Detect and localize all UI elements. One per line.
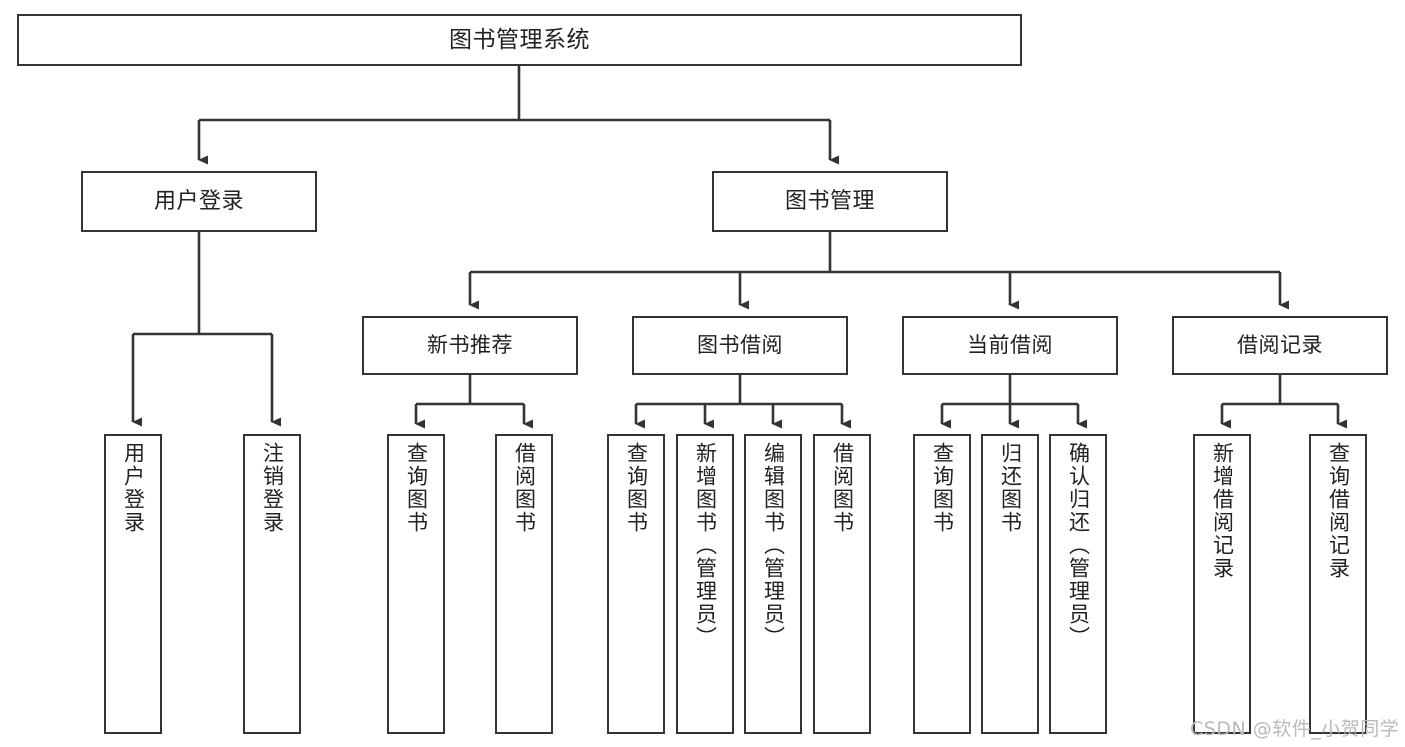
node-user-login[interactable]: 用户登录	[81, 171, 317, 232]
node-book-management[interactable]: 图书管理	[712, 171, 948, 232]
node-label: 查询图书	[404, 442, 429, 534]
node-new-book-recommend[interactable]: 新书推荐	[362, 316, 578, 375]
leaf-borrow-record-query[interactable]: 查询借阅记录	[1309, 434, 1367, 734]
node-label: 归还图书	[998, 442, 1023, 534]
node-label: 新增图书（管理员）	[693, 442, 718, 649]
node-label: 查询图书	[930, 442, 955, 534]
watermark-text: CSDN @软件_小贺同学	[1190, 718, 1400, 740]
node-root-system[interactable]: 图书管理系统	[17, 14, 1022, 66]
node-book-borrow[interactable]: 图书借阅	[632, 316, 848, 375]
node-label: 借阅记录	[1237, 333, 1323, 358]
leaf-book-borrow-query[interactable]: 查询图书	[607, 434, 665, 734]
leaf-user-login-logout[interactable]: 注销登录	[243, 434, 301, 734]
node-label: 借阅图书	[830, 442, 855, 534]
node-label: 图书借阅	[697, 333, 783, 358]
node-label: 查询借阅记录	[1326, 442, 1351, 580]
leaf-book-borrow-borrow[interactable]: 借阅图书	[813, 434, 871, 734]
node-label: 用户登录	[153, 188, 244, 214]
node-label: 确认归还（管理员）	[1066, 442, 1091, 649]
node-label: 查询图书	[624, 442, 649, 534]
node-label: 当前借阅	[967, 333, 1053, 358]
node-label: 新书推荐	[427, 333, 513, 358]
leaf-current-borrow-query[interactable]: 查询图书	[913, 434, 971, 734]
leaf-book-borrow-add[interactable]: 新增图书（管理员）	[676, 434, 734, 734]
leaf-new-book-query[interactable]: 查询图书	[387, 434, 445, 734]
node-label: 图书管理	[784, 188, 875, 214]
node-current-borrow[interactable]: 当前借阅	[902, 316, 1118, 375]
leaf-book-borrow-edit[interactable]: 编辑图书（管理员）	[744, 434, 802, 734]
leaf-new-book-borrow[interactable]: 借阅图书	[495, 434, 553, 734]
node-label: 用户登录	[121, 442, 146, 534]
leaf-borrow-record-add[interactable]: 新增借阅记录	[1193, 434, 1251, 734]
node-label: 编辑图书（管理员）	[761, 442, 786, 649]
leaf-user-login-login[interactable]: 用户登录	[104, 434, 162, 734]
leaf-current-borrow-return[interactable]: 归还图书	[981, 434, 1039, 734]
node-label: 注销登录	[260, 442, 285, 534]
node-label: 借阅图书	[512, 442, 537, 534]
node-borrow-record[interactable]: 借阅记录	[1172, 316, 1388, 375]
leaf-current-borrow-confirm-return[interactable]: 确认归还（管理员）	[1049, 434, 1107, 734]
node-label: 图书管理系统	[449, 26, 590, 53]
node-label: 新增借阅记录	[1210, 442, 1235, 580]
